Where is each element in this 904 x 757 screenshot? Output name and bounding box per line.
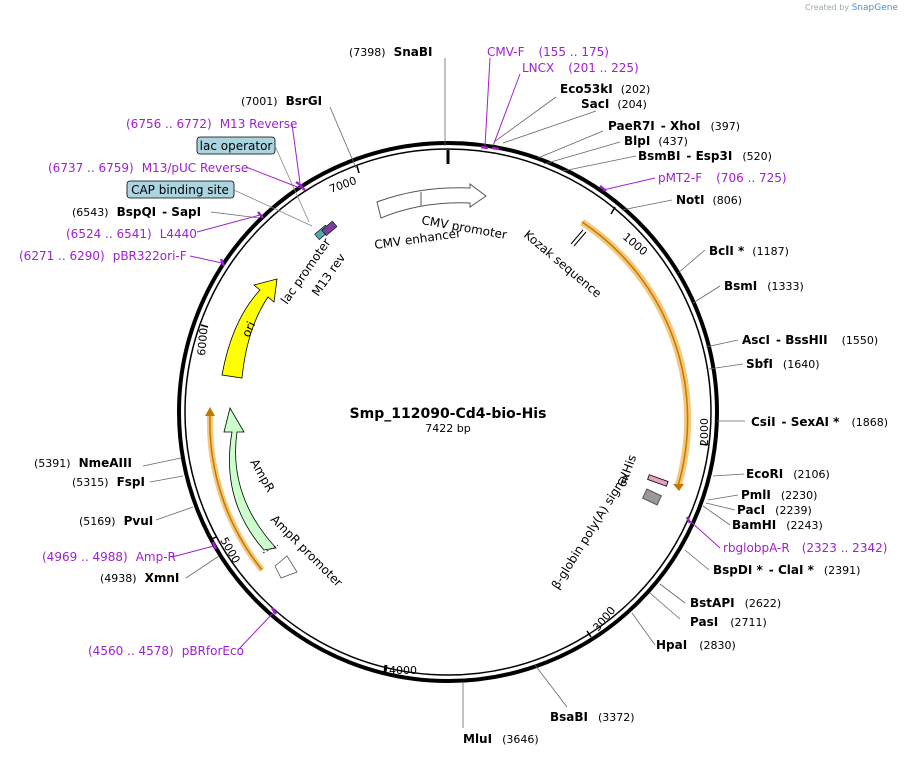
primer-lncx: LNCX(201 .. 225) <box>522 61 639 75</box>
bglobin-feature <box>641 488 663 506</box>
bglobin-label: β-globin poly(A) signal <box>549 470 632 592</box>
enzyme-bamhi: BamHI(2243) <box>732 518 823 532</box>
enzyme-bcli: BclI *(1187) <box>709 244 789 258</box>
brand-name: SnapGene <box>851 3 898 13</box>
enzyme-bsabi: BsaBI(3372) <box>550 710 635 724</box>
enzyme-bsmi: BsmI(1333) <box>724 279 804 293</box>
enzyme-csii: CsiI- SexAI *(1868) <box>751 415 888 429</box>
primer-pmt2-f: pMT2-F(706 .. 725) <box>658 171 787 185</box>
primer-amp-r: (4969 .. 4988)Amp-R <box>42 550 176 564</box>
orf-arc <box>581 221 689 487</box>
enzyme-xmni: (4938)XmnI <box>100 571 179 585</box>
enzyme-blpi: BlpI(437) <box>624 134 688 148</box>
orf-arrowhead <box>673 484 684 491</box>
enzyme-snabi: (7398)SnaBI <box>349 45 432 59</box>
cap-binding-label: CAP binding site <box>131 183 229 197</box>
m13rev-feature <box>321 220 338 236</box>
enzyme-nmeaiii: (5391)NmeAIII <box>34 456 132 470</box>
enzyme-leaders <box>142 58 745 728</box>
plasmid-length: 7422 bp <box>425 422 470 435</box>
primer-marks <box>211 145 692 615</box>
enzyme-fspi: (5315)FspI <box>72 475 145 489</box>
enzyme-paci: PacI(2239) <box>737 503 812 517</box>
kozak-mark <box>570 229 584 245</box>
enzyme-ecori: EcoRI(2106) <box>746 467 830 481</box>
enzyme-pasi: PasI(2711) <box>690 615 767 629</box>
ori-arrow <box>221 278 278 379</box>
primer-rbglobpa-r: rbglobpA-R(2323 .. 2342) <box>723 541 887 555</box>
enzyme-pmli: PmlI(2230) <box>741 488 817 502</box>
backbone-outer <box>177 141 719 683</box>
enzyme-asci: AscI- BssHII(1550) <box>742 333 878 347</box>
enzyme-bsrgi: (7001)BsrGI <box>241 94 322 108</box>
primer-pbrforeco: (4560 .. 4578)pBRforEco <box>88 644 244 658</box>
ampr-promoter-arrow <box>274 555 298 579</box>
enzyme-bsmbi: BsmBI- Esp3I(520) <box>638 149 772 163</box>
enzyme-xhoi: PaeR7I- XhoI(397) <box>608 119 740 133</box>
snapgene-brand: Created by SnapGene <box>805 3 898 13</box>
primer-cmv-f: CMV-F(155 .. 175) <box>487 45 609 59</box>
primer-leaders <box>171 57 721 651</box>
enzyme-noti: NotI(806) <box>676 193 742 207</box>
backbone-inner <box>184 148 712 676</box>
enzyme-bspdi: BspDI *- ClaI *(2391) <box>713 563 860 577</box>
primer-m13-reverse: (6756 .. 6772)M13 Reverse <box>126 117 297 131</box>
brand-prefix: Created by <box>805 3 850 12</box>
ampr-promoter-label: AmpR promoter <box>268 512 345 589</box>
tick-6000: 6000 <box>195 327 210 356</box>
primer-l4440: (6524 .. 6541)L4440 <box>66 227 197 241</box>
kozak-label: Kozak sequence <box>521 228 604 301</box>
tick-4000: 4000 <box>389 664 417 677</box>
tick-7000: 7000 <box>328 174 359 196</box>
ampr-label: AmpR <box>247 457 277 495</box>
enzyme-pvui: (5169)PvuI <box>79 514 153 528</box>
lac-operator-label: lac operator <box>200 139 273 153</box>
ampr-arrow <box>223 406 277 551</box>
cap-binding-box <box>126 180 235 199</box>
enzyme-eco53ki: Eco53kI(202) <box>560 82 650 96</box>
enzyme-hpai: HpaI(2830) <box>656 638 736 652</box>
enzyme-sbfi: SbfI(1640) <box>746 357 820 371</box>
tick-2000: 2000 <box>698 418 711 446</box>
primer-pbr322ori-f: (6271 .. 6290)pBR322ori-F <box>19 249 187 263</box>
lac-operator-box <box>196 136 276 155</box>
sixhis-feature <box>647 474 669 487</box>
primer-m13-puc-reverse: (6737 .. 6759)M13/pUC Reverse <box>48 161 248 175</box>
enzyme-saci: SacI(204) <box>581 97 647 111</box>
tick-marks <box>200 150 708 673</box>
plasmid-name: Smp_112090-Cd4-bio-His <box>350 406 547 422</box>
enzyme-mlui: MluI(3646) <box>463 732 539 746</box>
enzyme-bstapi: BstAPI(2622) <box>690 596 781 610</box>
ori-label: ori <box>239 319 258 339</box>
cmv-promoter-arrow <box>376 183 487 219</box>
enzyme-bspqi: (6543)BspQI- SapI <box>72 205 201 219</box>
